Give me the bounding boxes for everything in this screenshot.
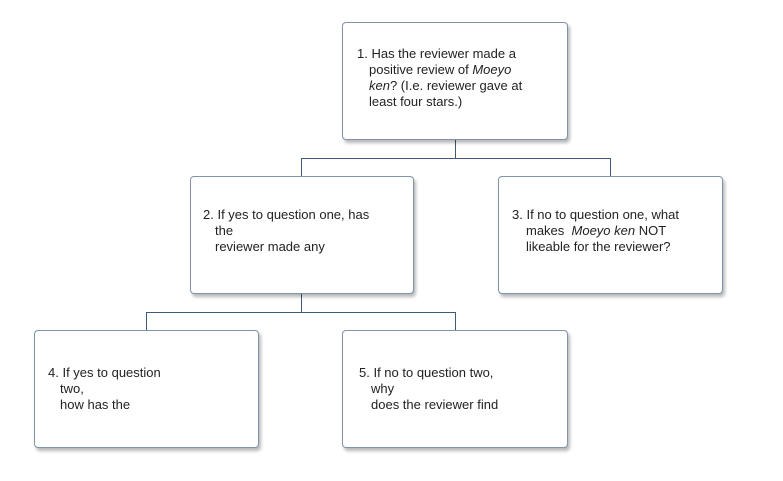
question-5-line-3: does the reviewer find xyxy=(371,397,499,412)
question-2-line-1: 2. If yes to question one, has xyxy=(203,207,370,222)
question-1-box: 1. Has the reviewer made a positive revi… xyxy=(342,22,568,140)
question-4-line-1: 4. If yes to question xyxy=(48,365,161,380)
question-4-text: 4. If yes to question two, how has the xyxy=(48,365,161,413)
question-2-line-2: the xyxy=(215,223,234,238)
question-1-line-3: ken? (I.e. reviewer gave at xyxy=(357,78,522,94)
question-4-line-3: how has the xyxy=(60,397,131,412)
question-2-line-3: reviewer made any xyxy=(215,239,325,254)
question-5-line-2: why xyxy=(371,381,395,396)
question-5-line-1: 5. If no to question two, xyxy=(359,365,494,380)
question-4-box: 4. If yes to question two, how has the xyxy=(34,330,259,448)
question-2-text: 2. If yes to question one, has the revie… xyxy=(203,207,369,255)
question-3-title: Moeyo ken xyxy=(571,223,636,238)
question-3-line-1: 3. If no to question one, what xyxy=(512,207,679,222)
question-3-line-2-suffix: NOT xyxy=(635,223,667,238)
question-3-box: 3. If no to question one, what makes Moe… xyxy=(498,176,723,294)
question-3-line-3: likeable for the reviewer? xyxy=(526,239,671,254)
question-3-text: 3. If no to question one, what makes Moe… xyxy=(512,207,679,255)
question-5-box: 5. If no to question two, why does the r… xyxy=(342,330,568,448)
question-1-line-4: least four stars.) xyxy=(369,94,463,109)
question-1-line-2-text: positive review of xyxy=(369,62,473,77)
question-3-line-2-text: makes xyxy=(526,223,572,238)
question-5-text: 5. If no to question two, why does the r… xyxy=(359,365,498,413)
question-1-line-3-text: ? (I.e. reviewer gave at xyxy=(389,78,523,93)
question-1-line-1: 1. Has the reviewer made a xyxy=(357,46,516,61)
question-1-text: 1. Has the reviewer made a positive revi… xyxy=(357,46,522,110)
question-2-box: 2. If yes to question one, has the revie… xyxy=(190,176,414,294)
question-3-line-2: makes Moeyo ken NOT xyxy=(512,223,679,239)
question-4-line-2: two, xyxy=(60,381,84,396)
question-1-title-part-2: ken xyxy=(369,78,390,93)
question-1-line-2: positive review of Moeyo xyxy=(357,62,522,78)
question-1-title-part-1: Moeyo xyxy=(472,62,512,77)
